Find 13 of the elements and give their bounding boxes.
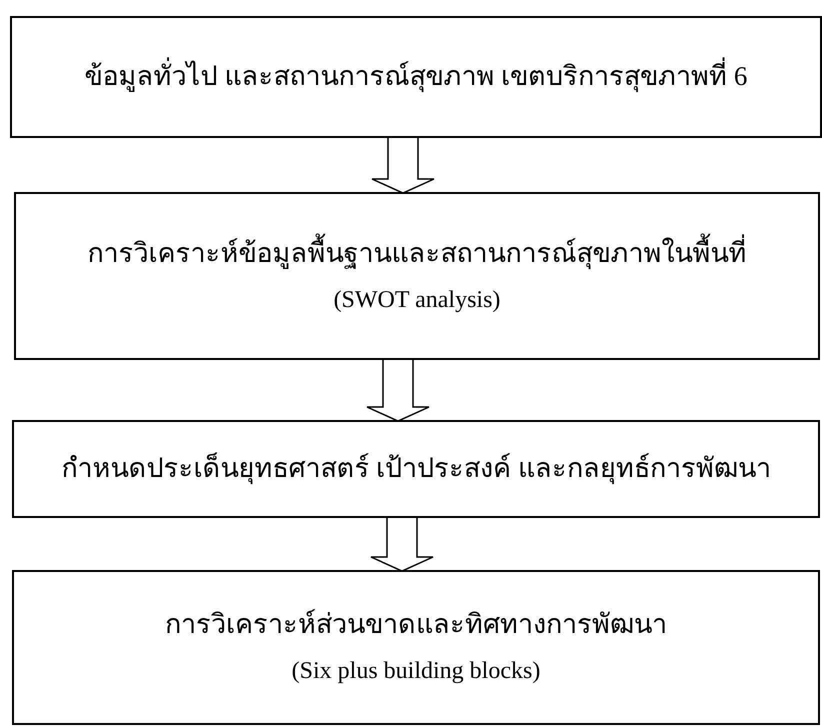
step-title: การวิเคราะห์ส่วนขาดและทิศทางการพัฒนา — [165, 608, 667, 642]
process-box — [10, 16, 822, 138]
block-arrow — [371, 136, 435, 194]
step-title: ข้อมูลทั่วไป และสถานการณ์สุขภาพ เขตบริการสุขภาพที่ 6 — [84, 59, 748, 95]
step-title: กำหนดประเด็นยุทธศาสตร์ เป้าประสงค์ และกลยุทธ์การพัฒนา — [61, 451, 771, 486]
process-box — [14, 192, 820, 360]
process-box — [12, 570, 820, 725]
block-arrow — [370, 516, 434, 572]
step-subtitle: (SWOT analysis) — [334, 286, 500, 315]
block-arrow — [366, 358, 430, 422]
step-subtitle: (Six plus building blocks) — [292, 657, 540, 686]
process-box — [12, 420, 820, 518]
step-title: การวิเคราะห์ข้อมูลพื้นฐานและสถานการณ์สุขภาพในพื้นที่ — [88, 236, 746, 271]
